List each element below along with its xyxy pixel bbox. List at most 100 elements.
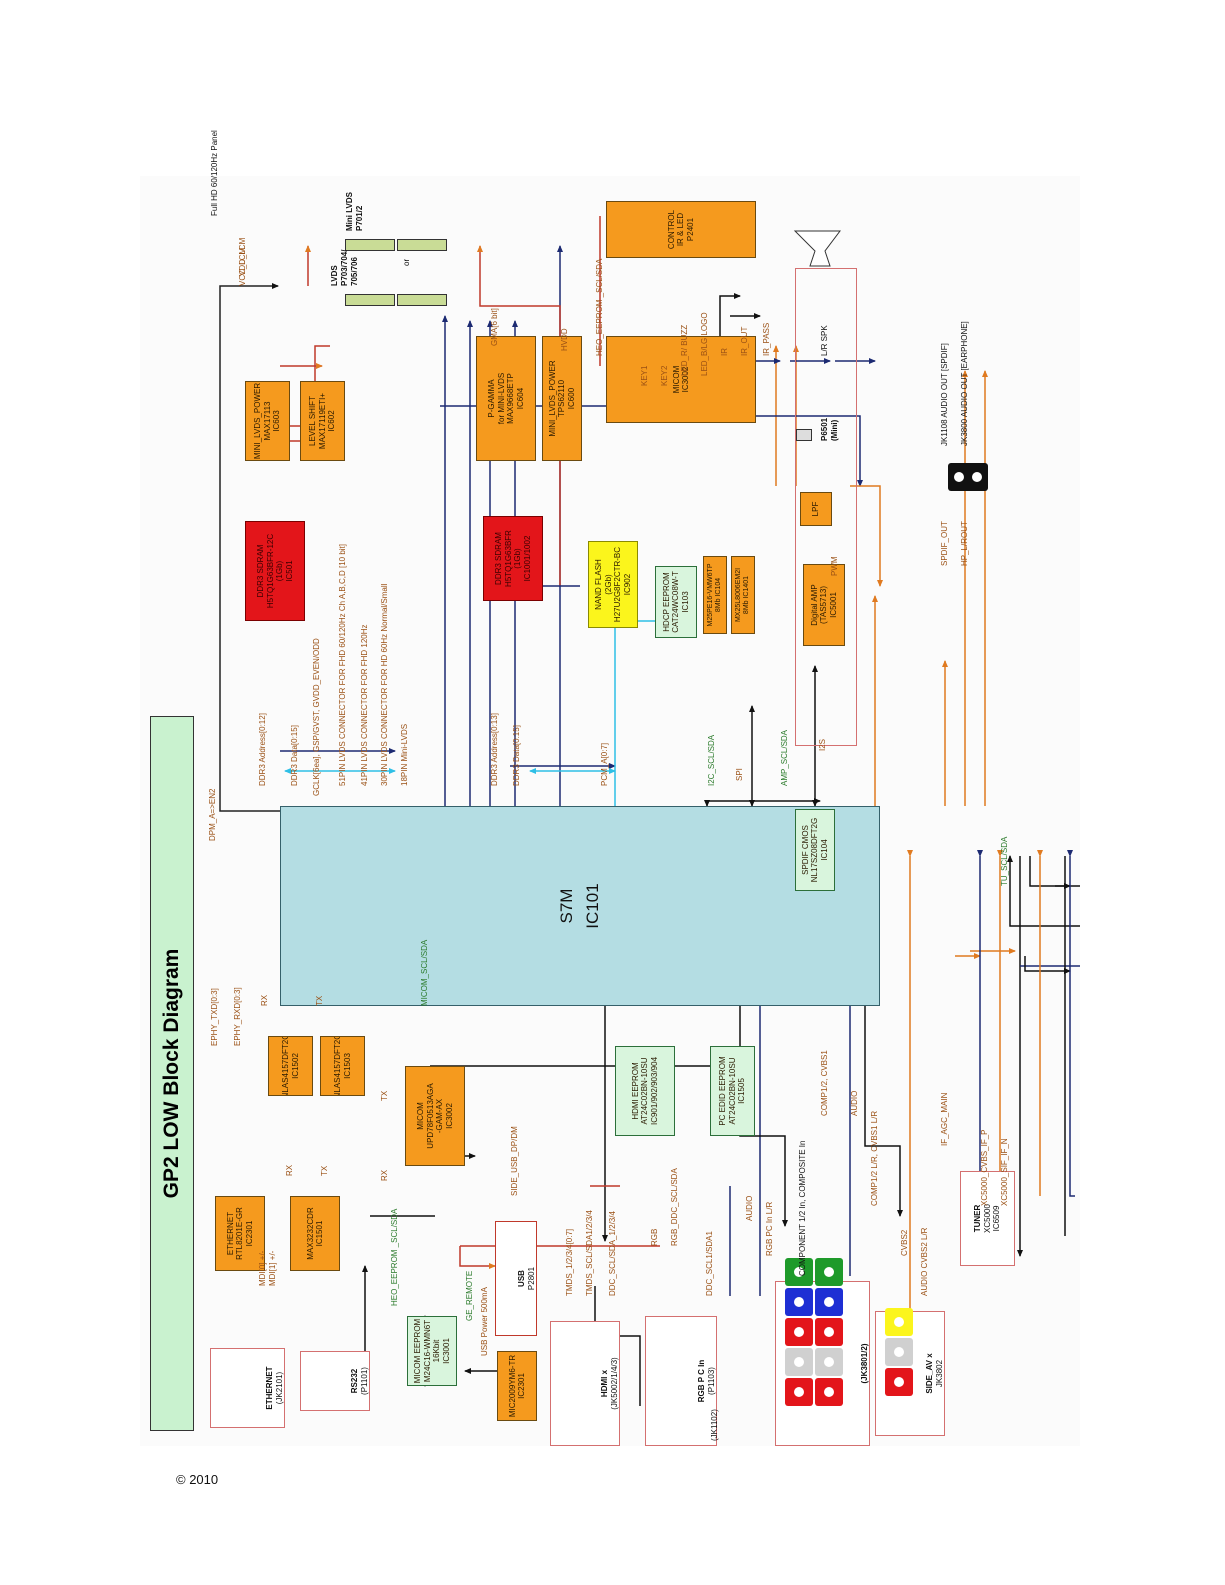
ddr3-sdram-ic501-line: IC501 xyxy=(284,560,294,582)
signal-label: AUDIO xyxy=(850,1090,859,1116)
block-diagram: GP2 LOW Block Diagram S7M IC101 SPDIF CM… xyxy=(140,130,1080,1446)
signal-label: 41PIN LVDS CONNECTOR FOR FHD 120Hz xyxy=(360,624,369,786)
serial-flash-ic1401-line: MX25L8006EM2I xyxy=(735,567,742,623)
micom-ic3002-sub-line: MICOM xyxy=(416,1102,425,1130)
signal-label: DDR3 Address[0:13] xyxy=(490,713,499,786)
max3232-ic1501-line: MAX3232CDR xyxy=(305,1207,315,1260)
signal-label: IR_PASS xyxy=(762,322,771,356)
signal-label: 30PIN LVDS CONNECTOR FOR HD 60Hz Normal/… xyxy=(380,583,389,786)
pc-edid-eeprom-ic1505-line: AT24C02BN-10SU xyxy=(727,1057,737,1125)
main-chip-s7m: S7M IC101 xyxy=(280,806,880,1006)
ddr3-sdram-ic501-line: (1Gb) xyxy=(275,560,284,582)
rca-jack-icon xyxy=(785,1318,813,1346)
rca-jack-icon xyxy=(885,1308,913,1336)
signal-label: DDR3 Data[0:15] xyxy=(290,725,299,786)
mini-lvds-power-ic600-line: MINI_LVDS_POWER xyxy=(547,360,557,437)
signal-label: (JK1102) xyxy=(710,1409,719,1441)
ddr3-sdram-ic501-line: H5TQ1G63BFR-12C xyxy=(265,533,275,609)
rca-jack-icon xyxy=(815,1288,843,1316)
ddr3-sdram-ic1001-line: DDR3 SDRAM xyxy=(494,532,503,585)
signal-label: HEO_EEPROM _SCL/SDA xyxy=(390,1208,399,1306)
signal-label: DDR3 Data[0:15] xyxy=(512,725,521,786)
signal-label: KEY2 xyxy=(660,365,669,386)
p-gamma-ic604-line: P-GAMMA xyxy=(487,379,496,418)
mini-lvds-power-ic600-line: IC600 xyxy=(566,387,576,410)
mini-lvds-connector-b xyxy=(397,239,447,251)
signal-label: IF_AGC_MAIN xyxy=(940,1092,949,1146)
tuner-ic6509-line: XC5000 xyxy=(982,1204,992,1233)
signal-label: GMA[6 bit] xyxy=(490,308,499,346)
signal-label: PWM xyxy=(830,556,839,576)
pc-edid-eeprom-ic1505-line: PC EDID EEPROM xyxy=(718,1056,728,1126)
ethernet-jack: ETHERNET(JK2101) xyxy=(210,1348,285,1428)
level-shift-ic602-line: MAX17119ETI+ xyxy=(317,392,327,450)
signal-label: HVDD xyxy=(560,328,569,351)
micom-ic3002-sub-line: IC3002 xyxy=(444,1103,454,1129)
rca-jack-icon xyxy=(885,1338,913,1366)
signal-label: AUDIO xyxy=(745,1195,754,1221)
signal-label: RX xyxy=(380,1169,389,1181)
signal-label: TX xyxy=(320,1165,329,1176)
hdcp-eeprom-ic103-line: HDCP EEPROM xyxy=(661,572,671,632)
serial-flash-ic104-line: M25PE16-VMW6TP xyxy=(707,563,714,627)
signal-label: IR_OUT xyxy=(740,326,749,356)
control-p2401-line: P2401 xyxy=(685,217,695,242)
signal-label: PCM_A[0:7] xyxy=(600,742,609,786)
signal-label: DDR3 Address[0:12] xyxy=(258,713,267,786)
level-shift-ic602-line: LEVEL SHIFT xyxy=(308,396,318,446)
nand-flash-ic902-line: NAND FLASH xyxy=(594,559,603,610)
tuner-ic6509-line: IC6509 xyxy=(992,1205,1002,1232)
audio-jack-icon xyxy=(948,463,988,491)
signal-label: SPI xyxy=(735,768,744,781)
speaker-connector-p6501 xyxy=(796,429,812,441)
rca-jack-icon xyxy=(815,1318,843,1346)
hdmi-jack-line: HDMI x xyxy=(600,1369,609,1398)
usb-jack-p2801-line: P2801 xyxy=(526,1266,536,1291)
ddr3-sdram-ic1001-line: H5TQ1G63BFR xyxy=(503,530,513,587)
signal-label: MDI[0] +/- xyxy=(258,1250,267,1286)
signal-label: I2C_SCL/SDA xyxy=(707,734,716,786)
signal-label: AUDIO CVBS2 L/R xyxy=(920,1227,929,1296)
signal-label: TMDS_1/2/3/4[0:7] xyxy=(565,1228,574,1296)
lvds-connector-b xyxy=(397,294,447,306)
nand-flash-ic902-line: H27U2G8F2CTR-BC xyxy=(613,546,622,623)
level-shift-ic602-line: IC602 xyxy=(327,410,337,432)
lvds-connector-a xyxy=(345,294,395,306)
mini-lvds-power-ic600-line: TPS62110 xyxy=(557,379,567,418)
diagram-title: GP2 LOW Block Diagram xyxy=(150,716,194,1431)
mini-lvds-power-ic603-line: MAX17113 xyxy=(262,401,272,441)
main-chip-name: S7M xyxy=(557,888,576,924)
side-av-jack-line: JK3802 xyxy=(934,1359,944,1388)
signal-label: 18PIN Mini-LVDS xyxy=(400,723,409,786)
copyright: © 2010 xyxy=(176,1472,219,1487)
signal-label: TX xyxy=(380,1090,389,1101)
rgb-pc-jack-line: (P1103) xyxy=(706,1367,716,1395)
rca-jack-icon xyxy=(815,1348,843,1376)
signal-label: AMP_SCL/SDA xyxy=(780,729,789,786)
signal-label: JK1108 AUDIO OUT [SPDIF] xyxy=(940,343,949,446)
ethernet-ic2301-line: RTL8201E-GR xyxy=(235,1207,245,1260)
signal-label: L/R SPK xyxy=(820,325,829,356)
signal-label: VCC_LCM xyxy=(238,247,247,286)
p-gamma-ic604-line: IC604 xyxy=(515,387,525,410)
ddr3-sdram-ic1001-line: IC1001/1002 xyxy=(522,535,532,582)
control-p2401-line: CONTROL xyxy=(666,209,676,250)
nlas-ic1502-line: NLAS4157DFT2G xyxy=(281,1036,290,1096)
main-chip-ref: IC101 xyxy=(583,883,602,929)
signal-label: Full HD 60/120Hz Panel xyxy=(210,130,219,216)
micom-eeprom-ic3001-line: M24C16-WMN6T xyxy=(422,1319,432,1383)
signal-label: or xyxy=(402,258,411,266)
signal-label: RGB PC In L/R xyxy=(765,1201,774,1256)
spdif-cmos-line: SPDIF CMOS xyxy=(800,825,810,875)
signal-label: USB Power 500mA xyxy=(480,1287,489,1356)
